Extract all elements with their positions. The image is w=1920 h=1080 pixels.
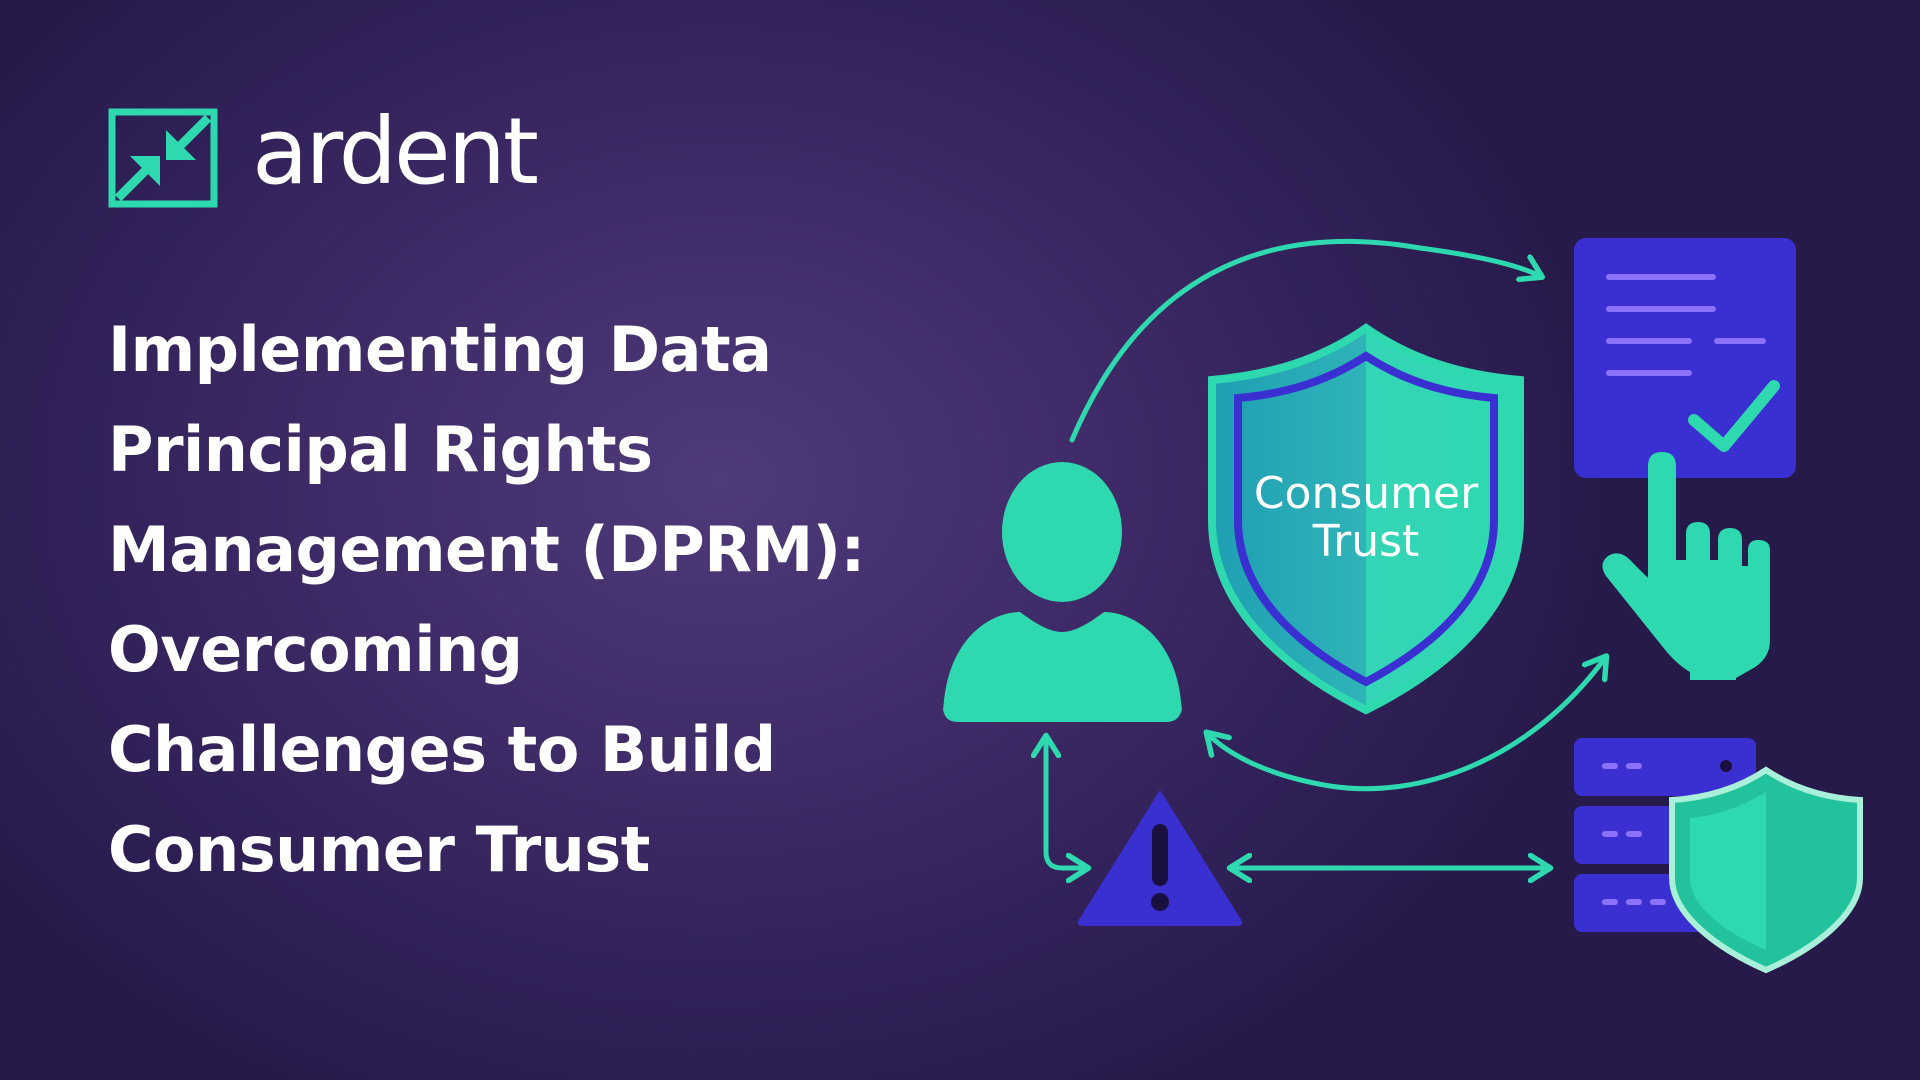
shield-label-line2: Trust (1312, 516, 1420, 567)
title-line: Overcoming (108, 613, 523, 686)
title-line: Management (DPRM): (108, 513, 865, 586)
flow-arrow-user-to-document (1069, 238, 1540, 443)
ardent-logo-icon (108, 108, 218, 208)
warning-icon (1077, 790, 1243, 926)
title-line: Principal Rights (108, 413, 653, 486)
shield-label-line1: Consumer (1254, 468, 1479, 519)
title-line: Challenges to Build (108, 713, 776, 786)
pointing-hand-icon (1602, 452, 1770, 680)
flow-arrow-user-to-warning (1046, 738, 1086, 868)
title-line: Consumer Trust (108, 813, 650, 886)
consumer-trust-shield-icon: Consumer Trust (1208, 323, 1524, 715)
title-line: Implementing Data (108, 313, 772, 386)
flow-arrow-hand-to-user (1208, 658, 1605, 792)
brand-name: ardent (252, 98, 539, 205)
user-icon (943, 462, 1182, 722)
brand-logo: ardent (108, 98, 539, 208)
security-shield-icon (1669, 766, 1863, 974)
document-check-icon (1574, 238, 1796, 478)
page-title: Implementing Data Principal Rights Manag… (108, 300, 908, 900)
